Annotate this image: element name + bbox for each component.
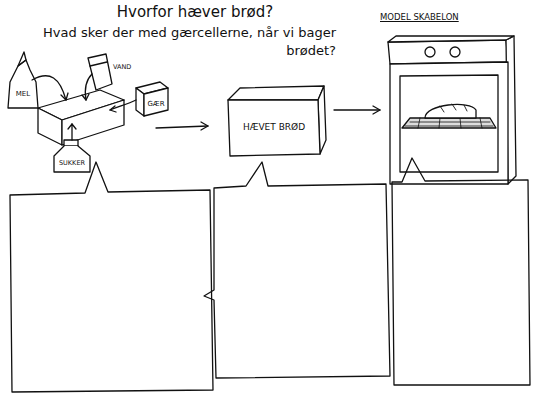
water-glass — [88, 54, 112, 90]
flour-bag — [8, 52, 38, 108]
title: Hvorfor hæver brød? — [117, 4, 274, 21]
template-label: MODEL SKABELON — [380, 13, 459, 23]
speech-bubble — [10, 162, 213, 392]
yeast-cube — [136, 82, 168, 116]
ingredient-label: VAND — [113, 64, 131, 71]
ingredient-arrows — [32, 74, 136, 140]
node-text-group: HÆVET BRØD — [243, 123, 305, 133]
process-arrow — [334, 106, 380, 114]
speech-bubble — [204, 162, 390, 378]
ingredient-label: SUKKER — [59, 160, 85, 167]
process-arrow — [156, 122, 208, 130]
ingredient-label: MEL — [16, 90, 30, 98]
ingredient-label: GÆR — [147, 100, 164, 108]
oven — [388, 36, 516, 184]
sugar-jar — [54, 140, 90, 172]
dough-block — [38, 90, 124, 145]
loaf-label: HÆVET BRØD — [243, 123, 305, 133]
loaf-box: HÆVET BRØD — [230, 101, 318, 155]
loaf-block — [228, 86, 326, 156]
speech-bubble — [392, 158, 530, 385]
question: Hvad sker der med gærcellerne, når vi ba… — [36, 24, 336, 59]
